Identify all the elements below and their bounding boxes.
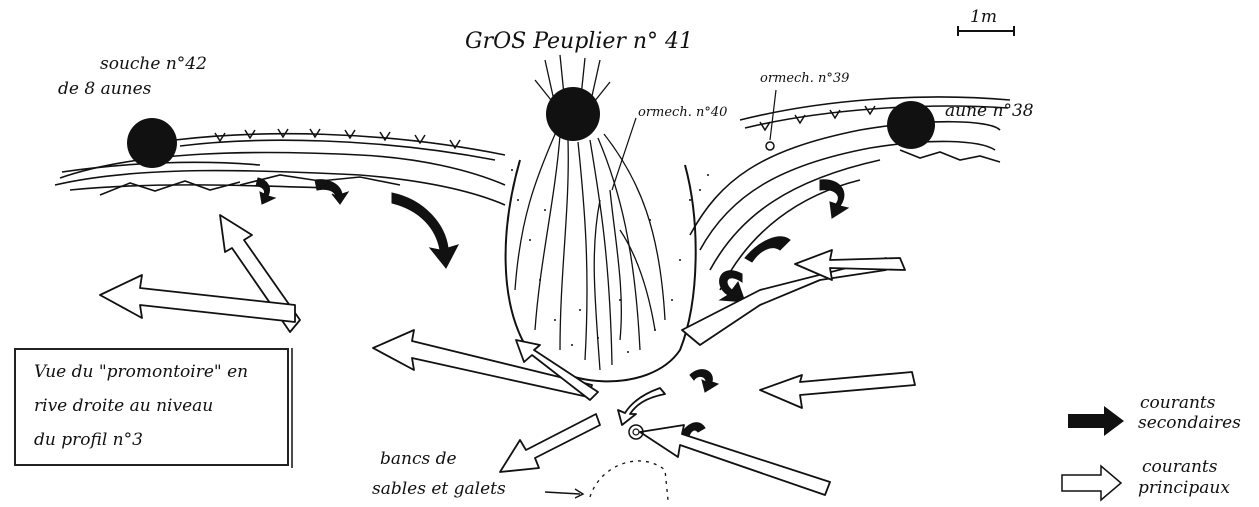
left-bank-ticks — [215, 129, 460, 148]
scale-label: 1m — [970, 8, 997, 27]
legend-secondary-line1: courants — [1140, 394, 1215, 413]
scale-bar — [958, 26, 1014, 36]
elm-39-label: ormech. n°39 — [760, 72, 849, 86]
secondary-currents — [256, 178, 848, 440]
legend-secondary-line2: secondaires — [1138, 414, 1241, 433]
legend-principal-line1: courants — [1142, 458, 1217, 477]
legend-secondary-arrow — [1068, 406, 1124, 436]
gravel-pointer — [545, 492, 580, 494]
caption-box: Vue du "promontoire" en rive droite au n… — [14, 348, 289, 466]
alder-38-trunk — [887, 101, 935, 149]
sand-stipple — [511, 169, 709, 353]
poplar-41-trunk — [546, 87, 600, 141]
left-bank — [55, 134, 505, 205]
gravel-bar-outline — [590, 461, 668, 500]
caption-line-3: du profil n°3 — [34, 430, 143, 450]
caption-line-1: Vue du "promontoire" en — [34, 362, 248, 382]
alder-label: aune n°38 — [945, 102, 1034, 121]
elm-39-marker — [766, 142, 774, 150]
stump-42-trunk — [127, 118, 177, 168]
legend-principal-arrow — [1062, 466, 1121, 500]
poplar-title: GrOS Peuplier n° 41 — [465, 30, 693, 54]
stump-label-line2: de 8 aunes — [58, 80, 151, 99]
legend-principal-line2: principaux — [1138, 479, 1230, 498]
bottom-label-line1: bancs de — [380, 450, 457, 469]
eddy-swirl-inner — [633, 429, 639, 435]
elm-40-label: ormech. n°40 — [638, 106, 727, 120]
stump-label-line1: souche n°42 — [100, 55, 207, 74]
bottom-label-line2: sables et galets — [372, 480, 506, 499]
elm-39-pointer — [770, 90, 776, 140]
caption-line-2: rive droite au niveau — [34, 396, 213, 416]
